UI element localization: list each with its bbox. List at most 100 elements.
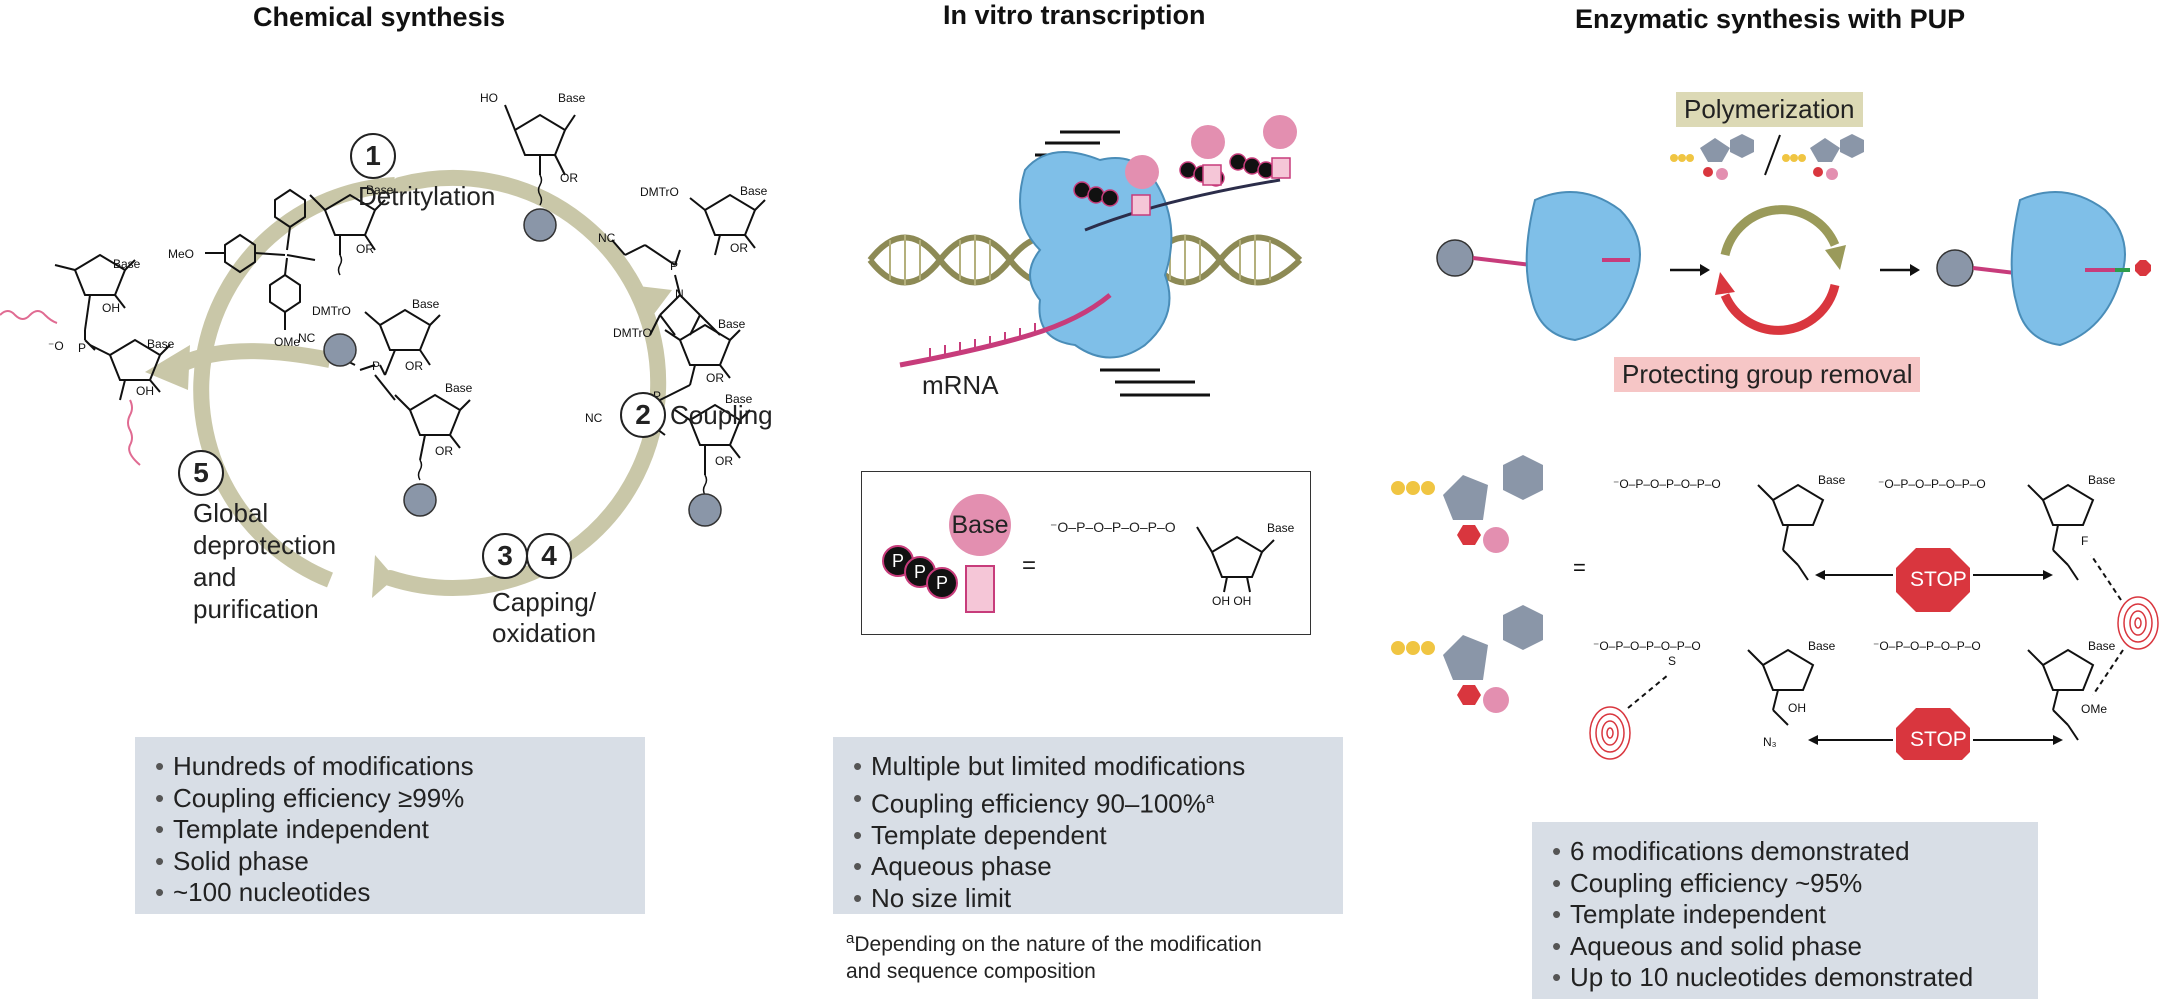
chem-atom-labels: HO Base OR MeO Base OR OMe DMTrO Base OR… bbox=[48, 91, 768, 468]
sugar-ring-top bbox=[504, 104, 576, 176]
ivt-title: In vitro transcription bbox=[943, 0, 1206, 30]
svg-text:DMTrO: DMTrO bbox=[312, 304, 351, 318]
svg-text:OR: OR bbox=[405, 359, 423, 373]
stop-label-top: STOP bbox=[1910, 568, 1967, 591]
step-5-label: Global deprotection and purification bbox=[193, 497, 336, 625]
sugar-ring-coupling bbox=[689, 193, 766, 256]
stop-octagon-small bbox=[2135, 260, 2151, 276]
step-5-line: deprotection bbox=[193, 530, 337, 560]
cycle-arrowhead-capping bbox=[372, 555, 395, 598]
solid-support-bead bbox=[523, 208, 557, 242]
svg-text:⁻O–P–O–P–O–P–O: ⁻O–P–O–P–O–P–O bbox=[1873, 639, 1981, 653]
ivt-footnote: aDepending on the nature of the modifica… bbox=[846, 925, 1262, 985]
svg-text:NC: NC bbox=[598, 231, 616, 245]
feature-item: Template independent bbox=[1552, 899, 2018, 931]
ivt-features-box: Multiple but limited modifications Coupl… bbox=[833, 737, 1343, 914]
stop-octagon-top bbox=[1896, 548, 1970, 612]
svg-text:Base: Base bbox=[366, 183, 394, 197]
solid-support-bead bbox=[1936, 249, 1974, 287]
sugar-ring-product-bottom bbox=[89, 338, 171, 401]
wavy-linker bbox=[537, 174, 543, 206]
mrna-strand bbox=[899, 293, 1112, 368]
svg-text:N₃: N₃ bbox=[1763, 735, 1777, 749]
step-2-number: 2 bbox=[620, 392, 666, 438]
arrowheads bbox=[1808, 570, 2063, 745]
fingerprint-icon-left bbox=[1589, 706, 1631, 760]
feature-item: 6 modifications demonstrated bbox=[1552, 836, 2018, 868]
svg-text:F: F bbox=[2081, 534, 2088, 548]
step-3-number: 3 bbox=[482, 533, 528, 579]
sugar-ring-middle bbox=[364, 308, 441, 376]
ntp-base-circle: Base bbox=[949, 494, 1011, 556]
mini-nucleotide bbox=[1782, 134, 1864, 180]
svg-text:N: N bbox=[675, 287, 684, 301]
svg-text:OMe: OMe bbox=[274, 335, 300, 349]
svg-text:⁻O–P–O–P–O–P–O: ⁻O–P–O–P–O–P–O bbox=[1593, 639, 1701, 653]
pup-features-box: 6 modifications demonstrated Coupling ef… bbox=[1532, 822, 2038, 999]
pup-modifications-diagram: = ⁻O–P–O–P–O–P–O ⁻O–P–O–P–O–P–O ⁻O–P–O–P… bbox=[1391, 455, 2159, 760]
equals-sign: = bbox=[1573, 555, 1586, 580]
feature-item: Aqueous and solid phase bbox=[1552, 931, 2018, 963]
svg-text:OR: OR bbox=[730, 241, 748, 255]
feature-item: Solid phase bbox=[155, 846, 625, 878]
feature-item: Template independent bbox=[155, 814, 625, 846]
svg-text:Base: Base bbox=[740, 184, 768, 198]
svg-text:P: P bbox=[78, 341, 86, 355]
dashed-arrows bbox=[1627, 554, 2124, 709]
ntp-sugar-shape bbox=[965, 565, 995, 613]
wavy-linker bbox=[337, 254, 343, 276]
ntp-sugars bbox=[1131, 157, 1291, 216]
cycle-arrowhead-coupling bbox=[630, 285, 672, 322]
svg-text:Base: Base bbox=[1808, 639, 1836, 653]
ntp-triphosphate-formula: ⁻O–P–O–P–O–P–O bbox=[1050, 519, 1176, 535]
svg-text:OH: OH bbox=[102, 301, 120, 315]
cycle-arc bbox=[382, 170, 667, 596]
sugar-ring-product-top bbox=[54, 253, 136, 331]
wavy-linker bbox=[702, 474, 708, 496]
step-34-label-line1: Capping/ bbox=[492, 587, 597, 617]
arrowhead bbox=[1715, 272, 1735, 295]
svg-text:MeO: MeO bbox=[168, 247, 194, 261]
fingerprint-icon-right bbox=[2117, 596, 2159, 650]
stop-octagon-bottom bbox=[1896, 708, 1970, 760]
step-5-line: purification bbox=[193, 594, 319, 624]
svg-text:OR: OR bbox=[356, 242, 374, 256]
chemical-synthesis-title: Chemical synthesis bbox=[253, 2, 506, 32]
phosphoramidite bbox=[611, 239, 721, 336]
svg-text:P: P bbox=[670, 259, 678, 273]
feature-item: Up to 10 nucleotides demonstrated bbox=[1552, 962, 2018, 994]
feature-item: Coupling efficiency ~95% bbox=[1552, 868, 2018, 900]
deprotection-cycle-arrow bbox=[1720, 283, 1840, 335]
ntp-bases bbox=[1125, 115, 1297, 189]
svg-text:NC: NC bbox=[298, 331, 316, 345]
svg-text:OR: OR bbox=[435, 444, 453, 458]
feature-item: Aqueous phase bbox=[853, 851, 1323, 883]
feature-item: ~100 nucleotides bbox=[155, 877, 625, 909]
step-2-label: Coupling bbox=[670, 400, 773, 430]
step-1-label: Detritylation bbox=[358, 181, 496, 211]
ntp-phosphate: P bbox=[926, 567, 958, 599]
slash-divider bbox=[1764, 134, 1781, 176]
ivt-diagram bbox=[867, 115, 1303, 397]
rna-chain-bottom bbox=[127, 399, 141, 466]
mrna-label: mRNA bbox=[922, 370, 999, 400]
wavy-linker bbox=[417, 459, 423, 481]
sugar-ring-right-lower bbox=[674, 403, 751, 475]
deprotection-arrowhead bbox=[145, 345, 190, 390]
arrowhead bbox=[1910, 264, 1920, 276]
svg-text:Base: Base bbox=[1267, 521, 1295, 535]
svg-text:Base: Base bbox=[1818, 473, 1846, 487]
feature-item: Coupling efficiency ≥99% bbox=[155, 783, 625, 815]
step-5-number: 5 bbox=[178, 450, 224, 496]
chemical-cycle-diagram: HO Base OR MeO Base OR OMe DMTrO Base OR… bbox=[0, 91, 768, 598]
svg-text:OR: OR bbox=[715, 454, 733, 468]
svg-text:HO: HO bbox=[480, 91, 498, 105]
footnote-line-1: aDepending on the nature of the modifica… bbox=[846, 925, 1262, 958]
ring-substituents: Base Base Base Base F OMe OH N₃ S bbox=[1668, 473, 2116, 749]
mini-nucleotide bbox=[1670, 134, 1754, 180]
svg-text:⁻O: ⁻O bbox=[48, 339, 64, 353]
arrowhead bbox=[1825, 245, 1846, 270]
svg-text:⁻O–P–O–P–O–P–O: ⁻O–P–O–P–O–P–O bbox=[1613, 477, 1721, 491]
dmtr-aromatic-rings bbox=[205, 188, 316, 330]
sugar-ring-dmtr bbox=[309, 193, 386, 255]
